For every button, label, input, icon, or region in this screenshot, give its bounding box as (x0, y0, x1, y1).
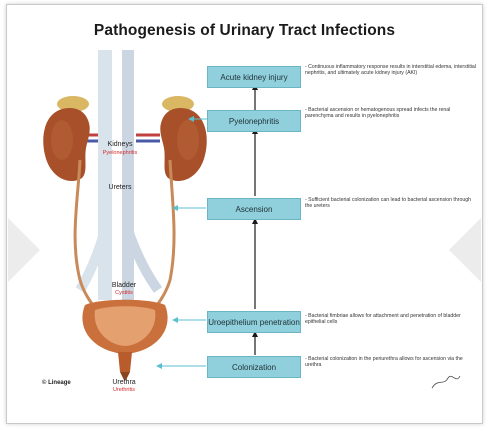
right-ureter (148, 160, 174, 318)
urethra-sub-label: Urethritis (102, 387, 146, 393)
step-box-acute-kidney-injury: Acute kidney injury (207, 66, 301, 88)
step-box-colonization: Colonization (207, 356, 301, 378)
step-box-uroepithelium-penetration: Uroepithelium penetration (207, 311, 301, 333)
note-ascension: - Sufficient bacterial colonization can … (305, 197, 477, 209)
bladder-sub-label: Cystitis (104, 290, 144, 296)
note-pyelonephritis: - Bacterial ascension or hematogenous sp… (305, 107, 477, 119)
note-acute-kidney-injury: - Continuous inflammatory response resul… (305, 64, 477, 76)
step-box-pyelonephritis: Pyelonephritis (207, 110, 301, 132)
note-colonization: - Bacterial colonization in the periuret… (305, 356, 477, 368)
note-uroepithelium-penetration: - Bacterial fimbriae allows for attachme… (305, 313, 477, 325)
step-box-ascension: Ascension (207, 198, 301, 220)
signature (432, 376, 460, 388)
urethra (118, 352, 132, 372)
ureters-label: Ureters (100, 184, 140, 191)
copyright-credit: © Lineage (42, 380, 71, 386)
kidneys-label: Kidneys (100, 141, 140, 148)
kidneys-sub-label: Pyelonephritis (95, 150, 145, 156)
urethra-label: Urethra (104, 379, 144, 386)
bladder-label: Bladder (104, 282, 144, 289)
